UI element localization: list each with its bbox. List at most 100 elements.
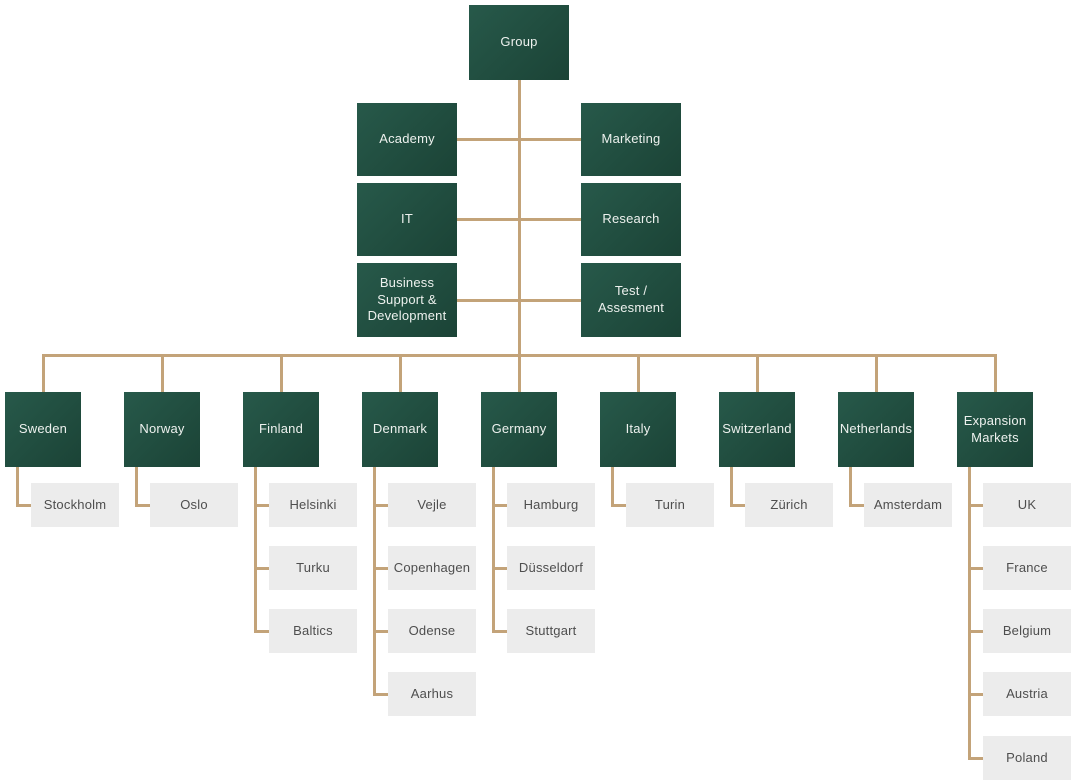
city-austria-label: Austria [1006,686,1048,702]
country-switzerland-label: Switzerland [722,421,792,437]
city-uk-label: UK [1017,497,1037,513]
connector-drop-netherlands [874,354,878,392]
dept-test-assesment-box: Test / Assesment [581,263,681,337]
city-oslo-box: Oslo [150,483,238,527]
country-germany-box: Germany [481,392,557,467]
connector-branch-sweden [15,467,19,507]
connector-branch-denmark [372,467,376,696]
country-denmark-label: Denmark [372,421,428,437]
city-turku-label: Turku [296,560,330,576]
city-stuttgart-box: Stuttgart [507,609,595,653]
connector-drop-denmark [398,354,402,392]
country-netherlands-box: Netherlands [838,392,914,467]
city-turku-box: Turku [269,546,357,590]
city-hamburg-box: Hamburg [507,483,595,527]
connector-branch-finland [253,467,257,633]
city-hamburg-label: Hamburg [523,497,579,513]
country-denmark-box: Denmark [362,392,438,467]
connector-branch-italy [610,467,614,507]
group-label: Group [500,34,538,50]
city-austria-box: Austria [983,672,1071,716]
connector-drop-norway [160,354,164,392]
city-baltics-label: Baltics [293,623,333,639]
city-poland-label: Poland [1006,750,1048,766]
city-belgium-box: Belgium [983,609,1071,653]
country-norway-box: Norway [124,392,200,467]
country-sweden-label: Sweden [18,421,68,437]
dept-business-support-box: Business Support & Development [357,263,457,337]
city-helsinki-box: Helsinki [269,483,357,527]
city-stuttgart-label: Stuttgart [525,623,577,639]
dept-it-box: IT [357,183,457,256]
country-norway-label: Norway [139,421,185,437]
connector-stub [372,629,389,633]
city-aarhus-label: Aarhus [410,686,454,702]
city-belgium-label: Belgium [1002,623,1052,639]
connector-stub [491,503,508,507]
dept-business-support-label: Business Support & Development [367,274,447,324]
connector-drop-expansion [993,354,997,392]
connector-drop-germany [517,354,521,392]
city-copenhagen-label: Copenhagen [393,560,471,576]
city-uk-box: UK [983,483,1071,527]
connector-branch-norway [134,467,138,507]
connector-stub [491,566,508,570]
city-turin-label: Turin [654,497,686,513]
city-baltics-box: Baltics [269,609,357,653]
connector-branch-switzerland [729,467,733,507]
connector-stub [372,566,389,570]
connector-dept-row-3 [457,298,581,302]
connector-stub [134,503,151,507]
dept-academy-box: Academy [357,103,457,176]
connector-dept-row-2 [457,218,581,221]
city-amsterdam-box: Amsterdam [864,483,952,527]
dept-research-box: Research [581,183,681,256]
connector-stub [372,692,389,696]
connector-stub [967,566,984,570]
connector-drop-finland [279,354,283,392]
group-box: Group [469,5,569,80]
dept-research-label: Research [602,211,660,227]
city-dusseldorf-label: Düsseldorf [518,560,584,576]
country-germany-label: Germany [491,421,547,437]
city-copenhagen-box: Copenhagen [388,546,476,590]
connector-stub [253,503,270,507]
connector-stub [967,756,984,760]
connector-stub [15,503,32,507]
city-oslo-label: Oslo [180,497,208,513]
connector-dept-row-1 [457,138,581,141]
country-italy-label: Italy [625,421,651,437]
country-netherlands-label: Netherlands [839,421,913,437]
country-finland-label: Finland [258,421,304,437]
dept-academy-label: Academy [379,131,435,147]
connector-stub [729,503,746,507]
connector-stub [372,503,389,507]
country-italy-box: Italy [600,392,676,467]
city-helsinki-label: Helsinki [289,497,337,513]
connector-stub [967,503,984,507]
city-aarhus-box: Aarhus [388,672,476,716]
city-stockholm-label: Stockholm [43,497,107,513]
city-dusseldorf-box: Düsseldorf [507,546,595,590]
connector-stub [491,629,508,633]
connector-drop-switzerland [755,354,759,392]
connector-stub [967,692,984,696]
city-amsterdam-label: Amsterdam [873,497,943,513]
connector-stub [848,503,865,507]
connector-branch-netherlands [848,467,852,507]
country-switzerland-box: Switzerland [719,392,795,467]
country-finland-box: Finland [243,392,319,467]
country-expansion-markets-box: Expansion Markets [957,392,1033,467]
connector-drop-sweden [41,354,45,392]
connector-drop-italy [636,354,640,392]
city-vejle-label: Vejle [417,497,447,513]
city-france-box: France [983,546,1071,590]
dept-marketing-box: Marketing [581,103,681,176]
city-odense-box: Odense [388,609,476,653]
city-turin-box: Turin [626,483,714,527]
city-vejle-box: Vejle [388,483,476,527]
city-stockholm-box: Stockholm [31,483,119,527]
city-zurich-label: Zürich [770,497,808,513]
dept-it-label: IT [401,211,413,227]
